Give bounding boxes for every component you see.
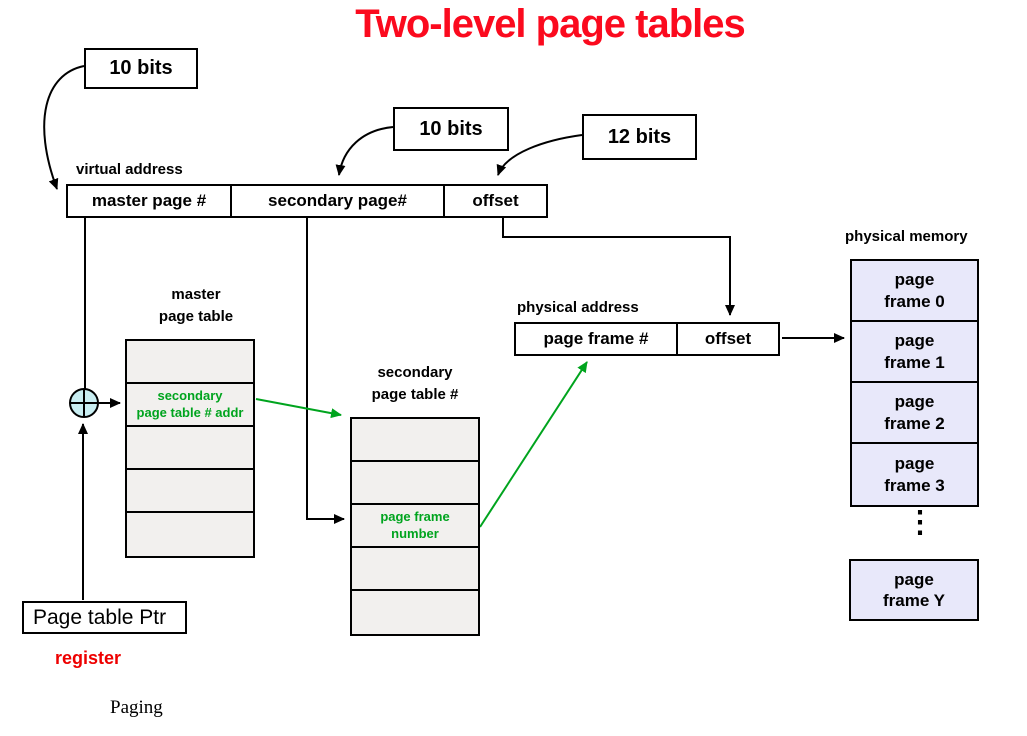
secondary-row-frame-number: page frame number <box>352 505 478 548</box>
arrow-12bits-offset <box>496 134 583 176</box>
virtual-address-box: master page # secondary page# offset <box>66 184 548 218</box>
physical-memory-label: physical memory <box>845 228 968 245</box>
bits-box-offset: 12 bits <box>582 114 697 160</box>
physical-memory-table: page frame 0 page frame 1 page frame 2 p… <box>850 259 979 507</box>
pa-cell-offset: offset <box>676 324 778 354</box>
page-table-ptr-box: Page table Ptr <box>22 601 187 634</box>
page-frame-3: page frame 3 <box>852 444 977 505</box>
vertical-ellipsis-icon: ⋮ <box>905 506 935 539</box>
arrow-10bits-secondary <box>335 126 394 176</box>
secondary-row <box>352 591 478 634</box>
master-row <box>127 341 253 384</box>
master-row <box>127 470 253 513</box>
physical-address-box: page frame # offset <box>514 322 780 356</box>
page-frame-2: page frame 2 <box>852 383 977 444</box>
va-cell-master-page: master page # <box>91 191 207 210</box>
footer-paging: Paging <box>110 697 163 718</box>
register-label: register <box>55 648 122 668</box>
arrow-10bits-master <box>43 65 85 190</box>
secondary-row <box>352 419 478 462</box>
master-row-secondary-addr: secondary page table # addr <box>127 384 253 427</box>
bits-box-secondary: 10 bits <box>393 107 509 151</box>
va-cell-offset: offset <box>443 186 546 216</box>
secondary-row <box>352 462 478 505</box>
arrow-offset-to-physical-address <box>502 218 735 316</box>
master-row <box>127 513 253 556</box>
page-frame-y: page frame Y <box>849 559 979 621</box>
physical-address-label: physical address <box>517 299 639 316</box>
arrow-secondary-to-table <box>306 218 345 524</box>
page-frame-1: page frame 1 <box>852 322 977 383</box>
secondary-table-label: secondary page table # <box>371 364 459 403</box>
secondary-page-table: page frame number <box>350 417 480 636</box>
arrow-secondary-entry-to-frame <box>479 361 588 528</box>
arrow-master-entry-to-secondary-table <box>255 398 342 419</box>
master-row <box>127 427 253 470</box>
combine-circle-icon <box>69 388 99 418</box>
va-cell-secondary-page: secondary page# <box>230 186 443 216</box>
bits-box-master: 10 bits <box>84 48 198 89</box>
pa-cell-page-frame: page frame # <box>543 329 649 348</box>
master-table-label: master page table <box>158 286 234 325</box>
master-page-table: secondary page table # addr <box>125 339 255 558</box>
virtual-address-label: virtual address <box>76 161 183 178</box>
secondary-row <box>352 548 478 591</box>
slide-title: Two-level page tables <box>355 2 746 46</box>
page-frame-0: page frame 0 <box>852 261 977 322</box>
